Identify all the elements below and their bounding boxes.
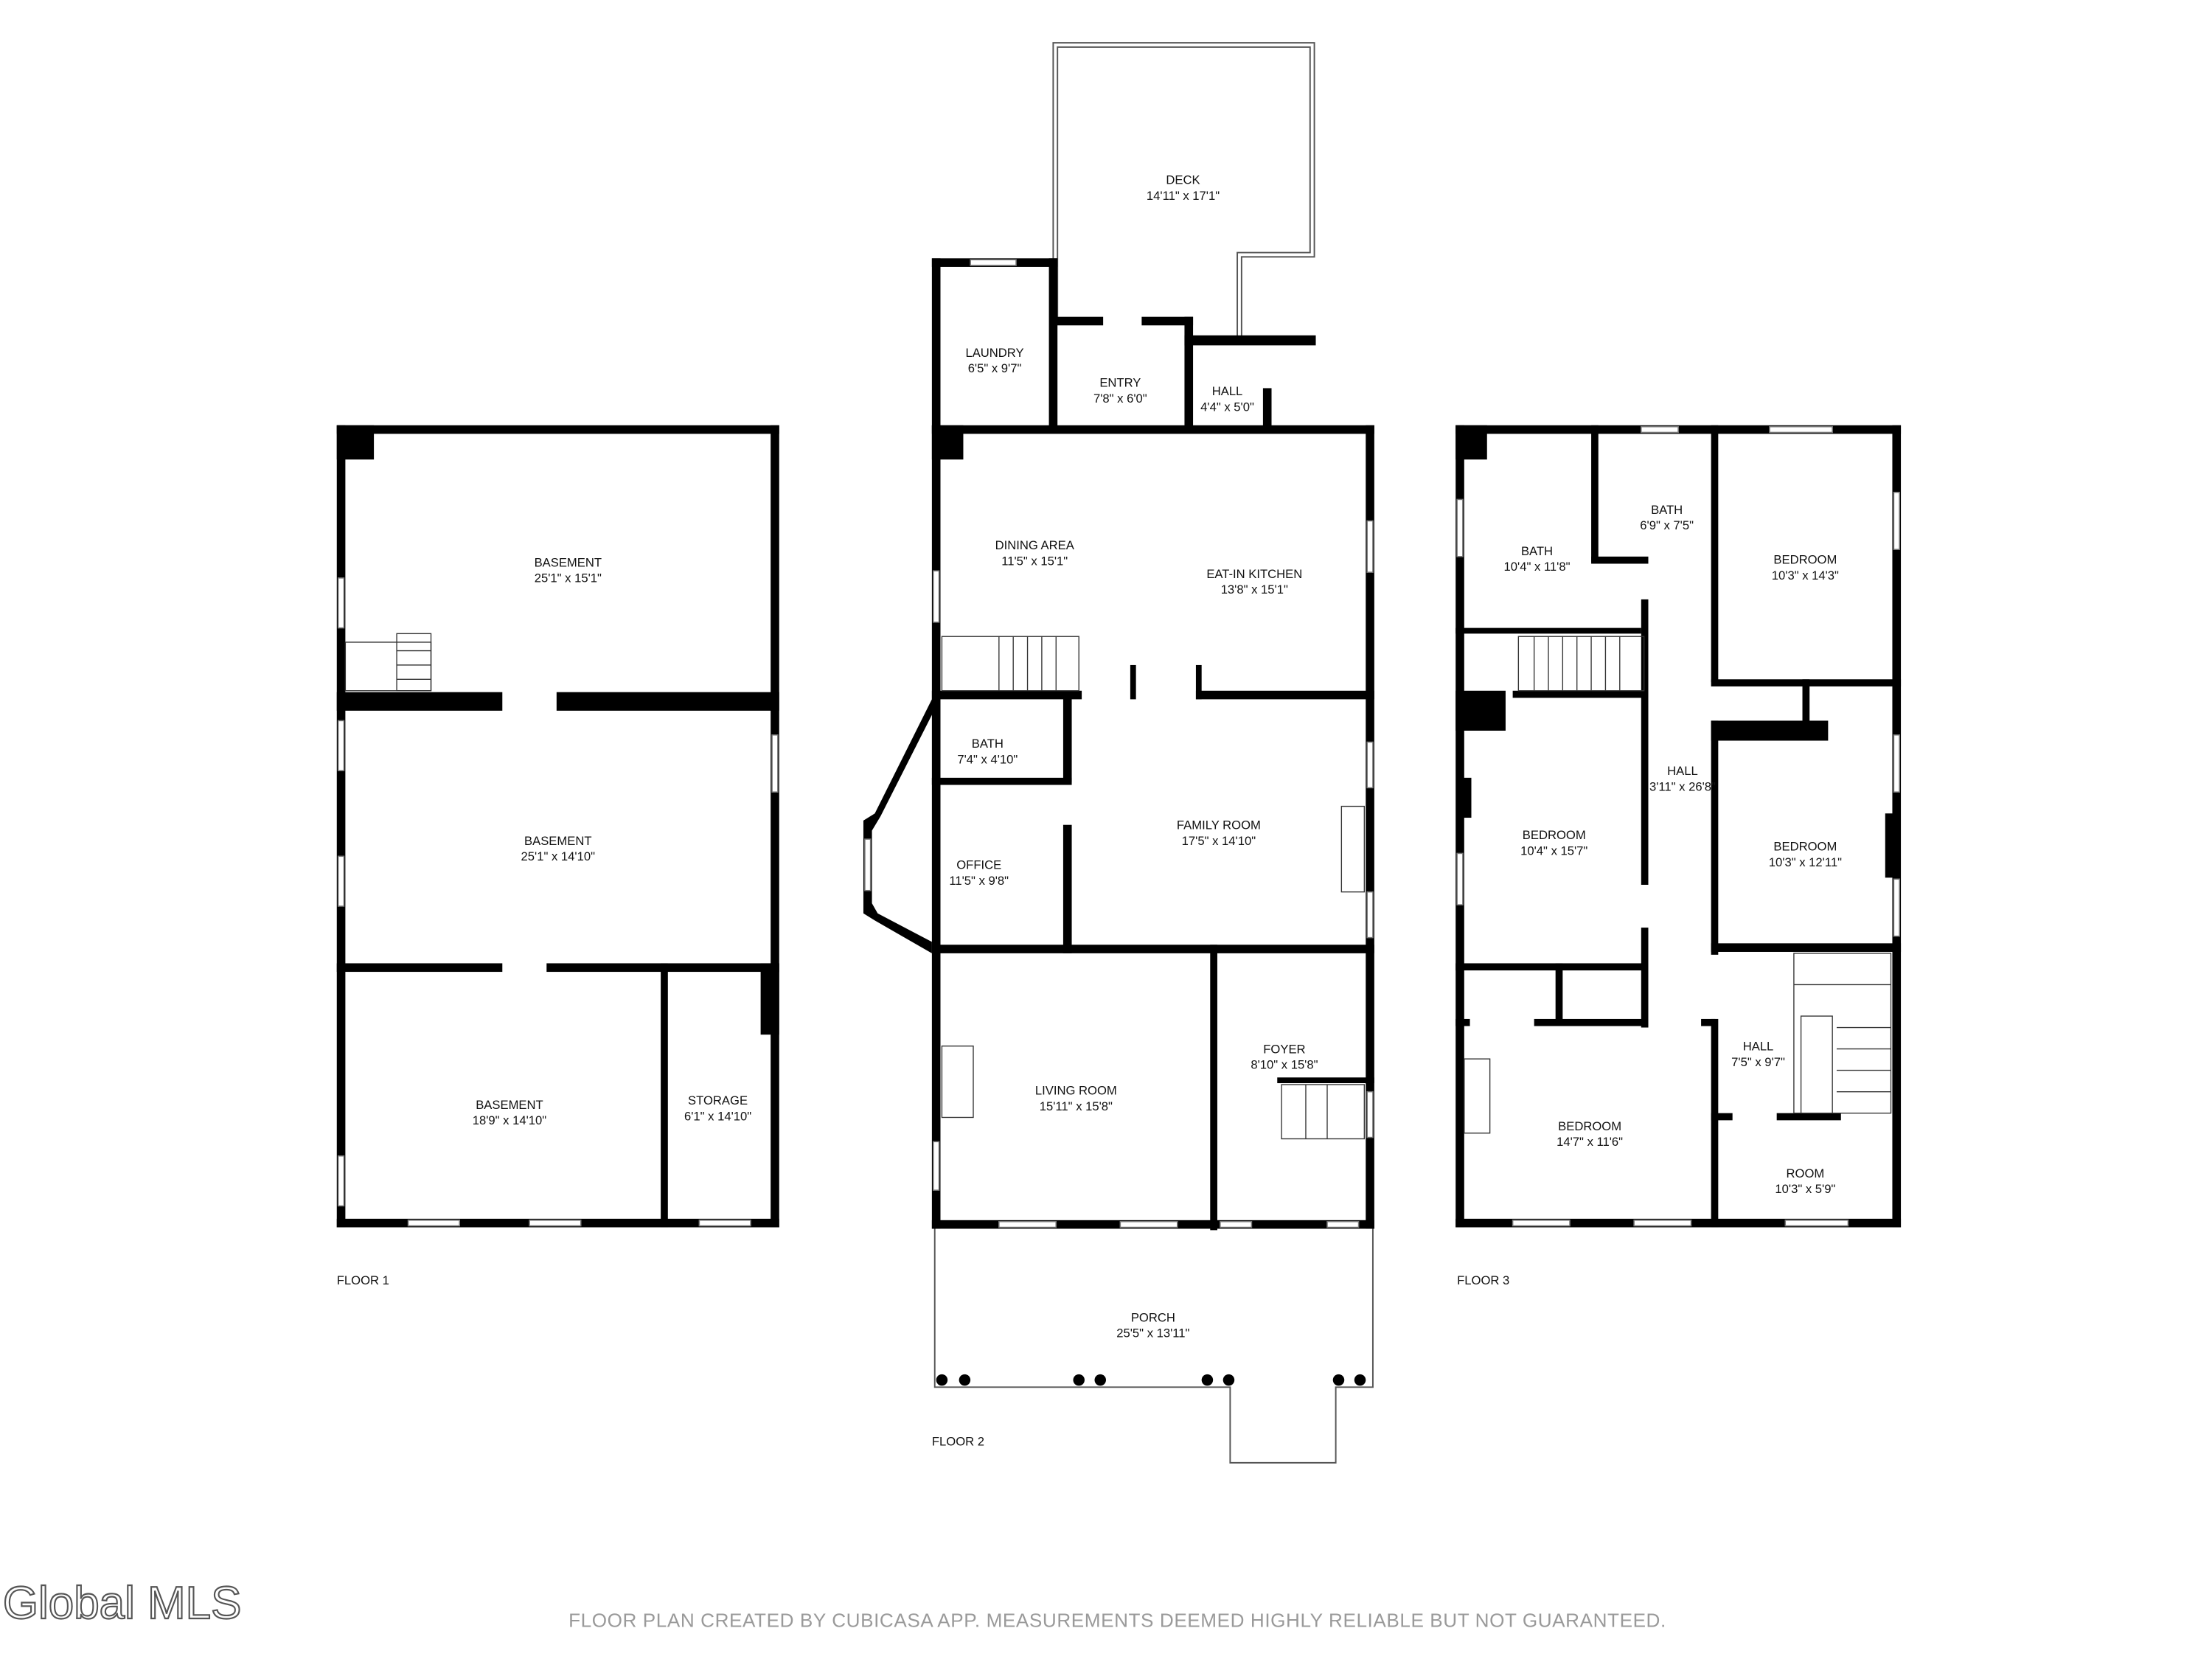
floor-1-plan: BASEMENT 25'1" x 15'1" BASEMENT 25'1" x … [336,425,779,1287]
floor-2-plan: DECK 14'11" x 17'1" LAUNDRY 6'5" x 9'7" … [863,42,1374,1464]
floor-label: FLOOR 2 [932,1435,984,1449]
room-name: BEDROOM [1523,828,1586,842]
room-dims: 25'5" x 13'11" [1116,1326,1189,1340]
room-name: BATH [1651,503,1683,517]
room-name: EAT-IN KITCHEN [1206,567,1302,581]
room-name: BATH [1521,544,1553,558]
porch-columns [936,1374,1366,1386]
room-name: BASEMENT [535,555,602,569]
room-dims: 10'4" x 15'7" [1520,844,1587,858]
room-name: BATH [972,737,1004,751]
room-dims: 13'8" x 15'1" [1221,582,1288,597]
room-name: LIVING ROOM [1035,1084,1117,1098]
floor-3-plan: BATH 10'4" x 11'8" BATH 6'9" x 7'5" BEDR… [1455,425,1902,1287]
room-dims: 4'4" x 5'0" [1200,400,1254,414]
floor-label: FLOOR 3 [1457,1273,1509,1287]
room-name: BEDROOM [1773,553,1837,567]
room-dims: 25'1" x 15'1" [535,571,602,585]
room-name: STORAGE [688,1093,748,1107]
room-dims: 18'9" x 14'10" [473,1113,547,1127]
room-dims: 3'11" x 26'8" [1649,779,1716,793]
room-name: BASEMENT [476,1098,543,1112]
room-dims: 15'11" x 15'8" [1040,1099,1113,1113]
room-name: FAMILY ROOM [1177,818,1261,832]
room-name: HALL [1212,384,1243,398]
room-dims: 7'8" x 6'0" [1093,392,1147,406]
room-dims: 6'5" x 9'7" [968,361,1022,375]
room-dims: 25'1" x 14'10" [521,849,596,863]
room-name: ROOM [1787,1166,1825,1180]
room-dims: 10'3" x 5'9" [1775,1182,1835,1196]
room-name: BEDROOM [1558,1119,1621,1133]
room-name: HALL [1743,1040,1774,1054]
room-name: LAUNDRY [965,346,1023,360]
global-mls-logo: Global MLS [3,1578,242,1629]
room-dims: 7'5" x 9'7" [1731,1055,1785,1069]
room-name: BEDROOM [1773,840,1837,854]
room-dims: 14'7" x 11'6" [1557,1135,1623,1149]
room-dims: 6'9" x 7'5" [1640,518,1694,532]
room-dims: 10'3" x 14'3" [1772,568,1839,582]
room-dims: 8'10" x 15'8" [1251,1058,1318,1072]
room-name: BASEMENT [524,834,591,848]
room-name: OFFICE [956,858,1001,872]
room-dims: 10'3" x 12'11" [1769,855,1842,869]
room-name: DINING AREA [995,538,1075,552]
floor-label: FLOOR 1 [337,1273,389,1287]
room-dims: 14'11" x 17'1" [1147,189,1220,203]
room-name: FOYER [1263,1042,1305,1056]
room-dims: 11'5" x 9'8" [949,874,1009,888]
room-name: ENTRY [1099,376,1141,390]
room-dims: 10'4" x 11'8" [1504,560,1571,574]
room-dims: 7'4" x 4'10" [957,752,1018,766]
room-dims: 17'5" x 14'10" [1182,834,1256,848]
room-name: HALL [1667,764,1698,778]
disclaimer: FLOOR PLAN CREATED BY CUBICASA APP. MEAS… [568,1609,1666,1631]
room-dims: 11'5" x 15'1" [1001,554,1068,568]
room-name: PORCH [1131,1310,1175,1324]
room-dims: 6'1" x 14'10" [684,1109,751,1123]
room-name: DECK [1166,173,1200,187]
